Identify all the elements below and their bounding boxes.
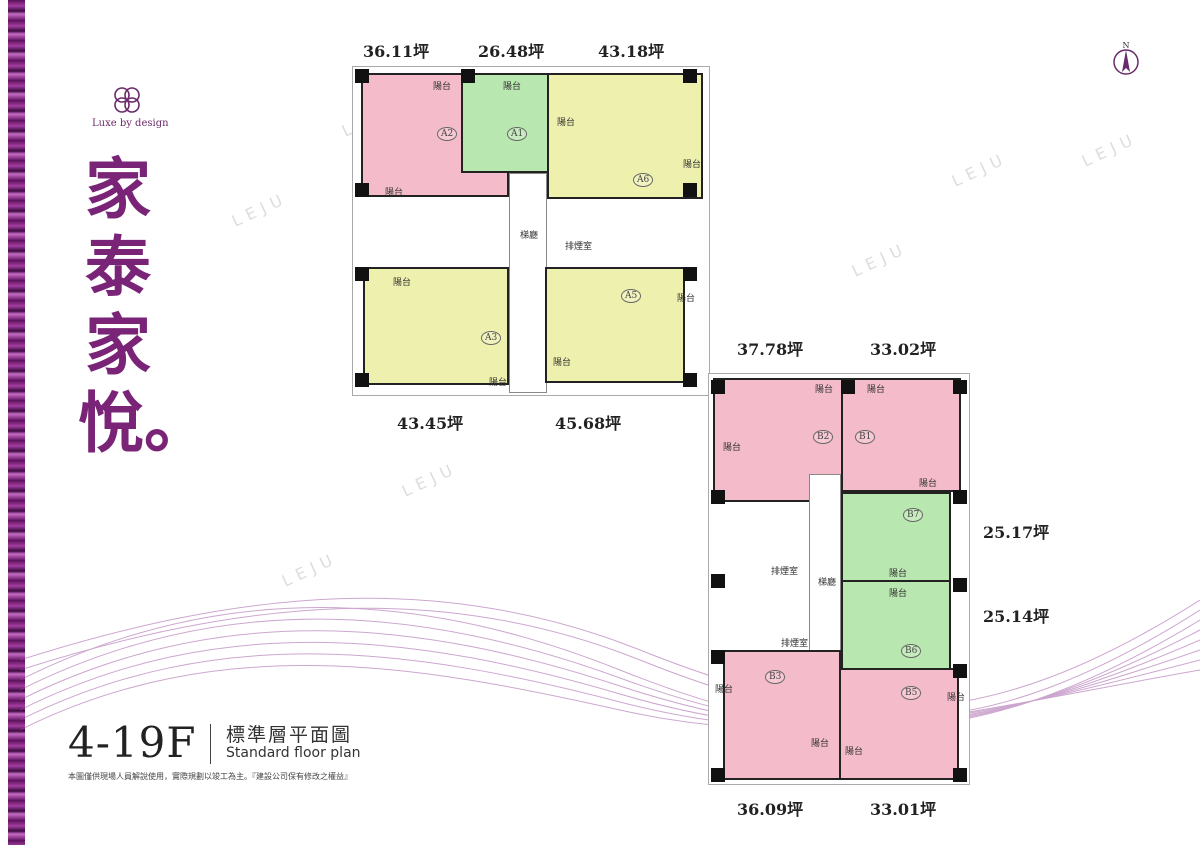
- divider: [210, 724, 211, 764]
- balcony-label: 陽台: [489, 378, 508, 388]
- balcony-label: 陽台: [723, 443, 742, 453]
- watermark: LEJU: [398, 458, 461, 501]
- plan-title-en: Standard floor plan: [226, 745, 361, 761]
- unit-label: B2: [813, 430, 834, 444]
- unit-label: A6: [633, 173, 654, 187]
- glitter-bar: [8, 0, 25, 845]
- area-a6: 43.18坪: [598, 42, 665, 61]
- lobby-label: 梯廳: [520, 231, 539, 241]
- balcony-label: 陽台: [815, 385, 834, 395]
- area-a1: 26.48坪: [478, 42, 545, 61]
- balcony-label: 陽台: [557, 118, 576, 128]
- unit-label: B3: [765, 670, 786, 684]
- balcony-label: 陽台: [867, 385, 886, 395]
- balcony-label: 陽台: [503, 82, 522, 92]
- area-b7: 25.17坪: [983, 523, 1050, 542]
- compass-label: N: [1123, 41, 1130, 50]
- unit-label: A2: [437, 127, 458, 141]
- balcony-label: 陽台: [811, 739, 830, 749]
- unit-label: A3: [481, 331, 502, 345]
- unit-b7[interactable]: B7 陽台: [841, 492, 951, 582]
- area-b5: 33.01坪: [870, 800, 937, 819]
- unit-label: B1: [855, 430, 876, 444]
- balcony-label: 陽台: [393, 278, 412, 288]
- lobby-label: 梯廳: [818, 578, 837, 588]
- area-a5: 45.68坪: [555, 414, 622, 433]
- unit-label: B6: [901, 644, 922, 658]
- balcony-label: 陽台: [677, 294, 696, 304]
- area-b6: 25.14坪: [983, 607, 1050, 626]
- balcony-label: 陽台: [553, 358, 572, 368]
- project-title: 家泰家悅。: [78, 150, 210, 462]
- balcony-label: 陽台: [385, 188, 404, 198]
- knot-logo-icon: [114, 87, 140, 113]
- watermark: LEJU: [948, 148, 1011, 191]
- area-b2: 37.78坪: [737, 340, 804, 359]
- disclaimer: 本圖僅供現場人員解說使用，實際規劃以竣工為主。『建設公司保有修改之權益』: [68, 772, 352, 781]
- balcony-label: 陽台: [889, 589, 908, 599]
- balcony-label: 陽台: [845, 747, 864, 757]
- logo-text: Luxe by design: [92, 118, 169, 129]
- smoke-room-label: 排煙室: [781, 639, 809, 649]
- balcony-label: 陽台: [715, 685, 734, 695]
- watermark: LEJU: [1078, 128, 1141, 171]
- plan-title-zh: 標準層平面圖: [226, 724, 353, 746]
- unit-label: A1: [507, 127, 528, 141]
- elevator-lobby: 梯廳: [509, 173, 547, 393]
- north-compass-icon: N: [1113, 41, 1139, 75]
- purple-wave-decoration: [20, 597, 1200, 731]
- area-b3: 36.09坪: [737, 800, 804, 819]
- floor-range: 4-19F: [68, 718, 197, 767]
- area-a2: 36.11坪: [363, 42, 430, 61]
- unit-label: B5: [901, 686, 922, 700]
- unit-b6[interactable]: B6 陽台: [841, 580, 951, 670]
- smoke-room-label: 排煙室: [565, 242, 593, 252]
- area-b1: 33.02坪: [870, 340, 937, 359]
- brand-logo: Luxe by design: [92, 84, 169, 129]
- area-a3: 43.45坪: [397, 414, 464, 433]
- watermark: LEJU: [228, 188, 291, 231]
- balcony-label: 陽台: [683, 160, 702, 170]
- balcony-label: 陽台: [919, 479, 938, 489]
- balcony-label: 陽台: [947, 693, 966, 703]
- unit-label: B7: [903, 508, 924, 522]
- smoke-room-label: 排煙室: [771, 567, 799, 577]
- unit-label: A5: [621, 289, 642, 303]
- watermark: LEJU: [848, 238, 911, 281]
- balcony-label: 陽台: [433, 82, 452, 92]
- balcony-label: 陽台: [889, 569, 908, 579]
